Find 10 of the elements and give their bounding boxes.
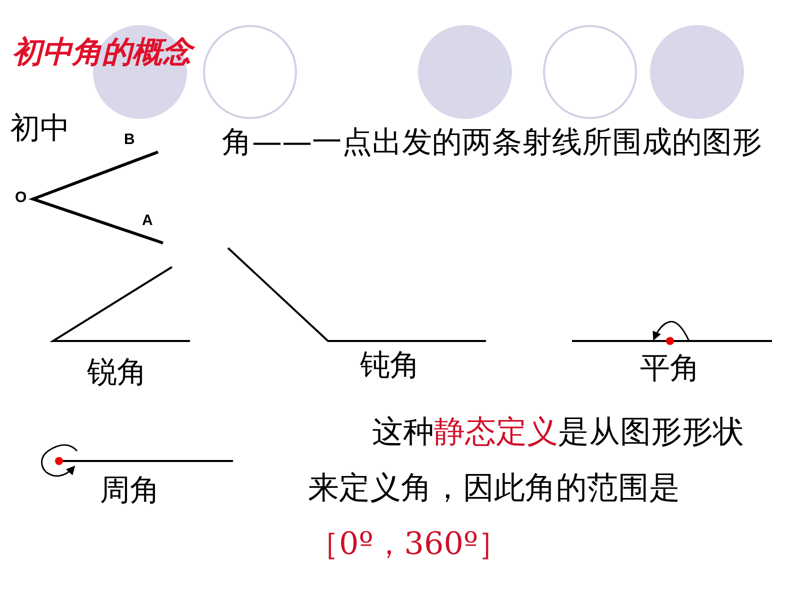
heading-text: 初中 [10, 110, 70, 148]
point-label: A [142, 212, 153, 229]
angle-name: 钝角 [360, 347, 420, 385]
definition-text: 角——一点出发的两条射线所围成的图形 [222, 124, 763, 162]
point-label: B [124, 131, 135, 148]
explanation-paragraph: 这种静态定义是从图形形状来定义角，因此角的范围是 ［0º，360º］ [308, 413, 745, 564]
point-label: O [15, 189, 27, 206]
angle-name: 周角 [100, 472, 160, 510]
angle-name: 锐角 [87, 354, 147, 392]
angle-name: 平角 [640, 350, 700, 388]
